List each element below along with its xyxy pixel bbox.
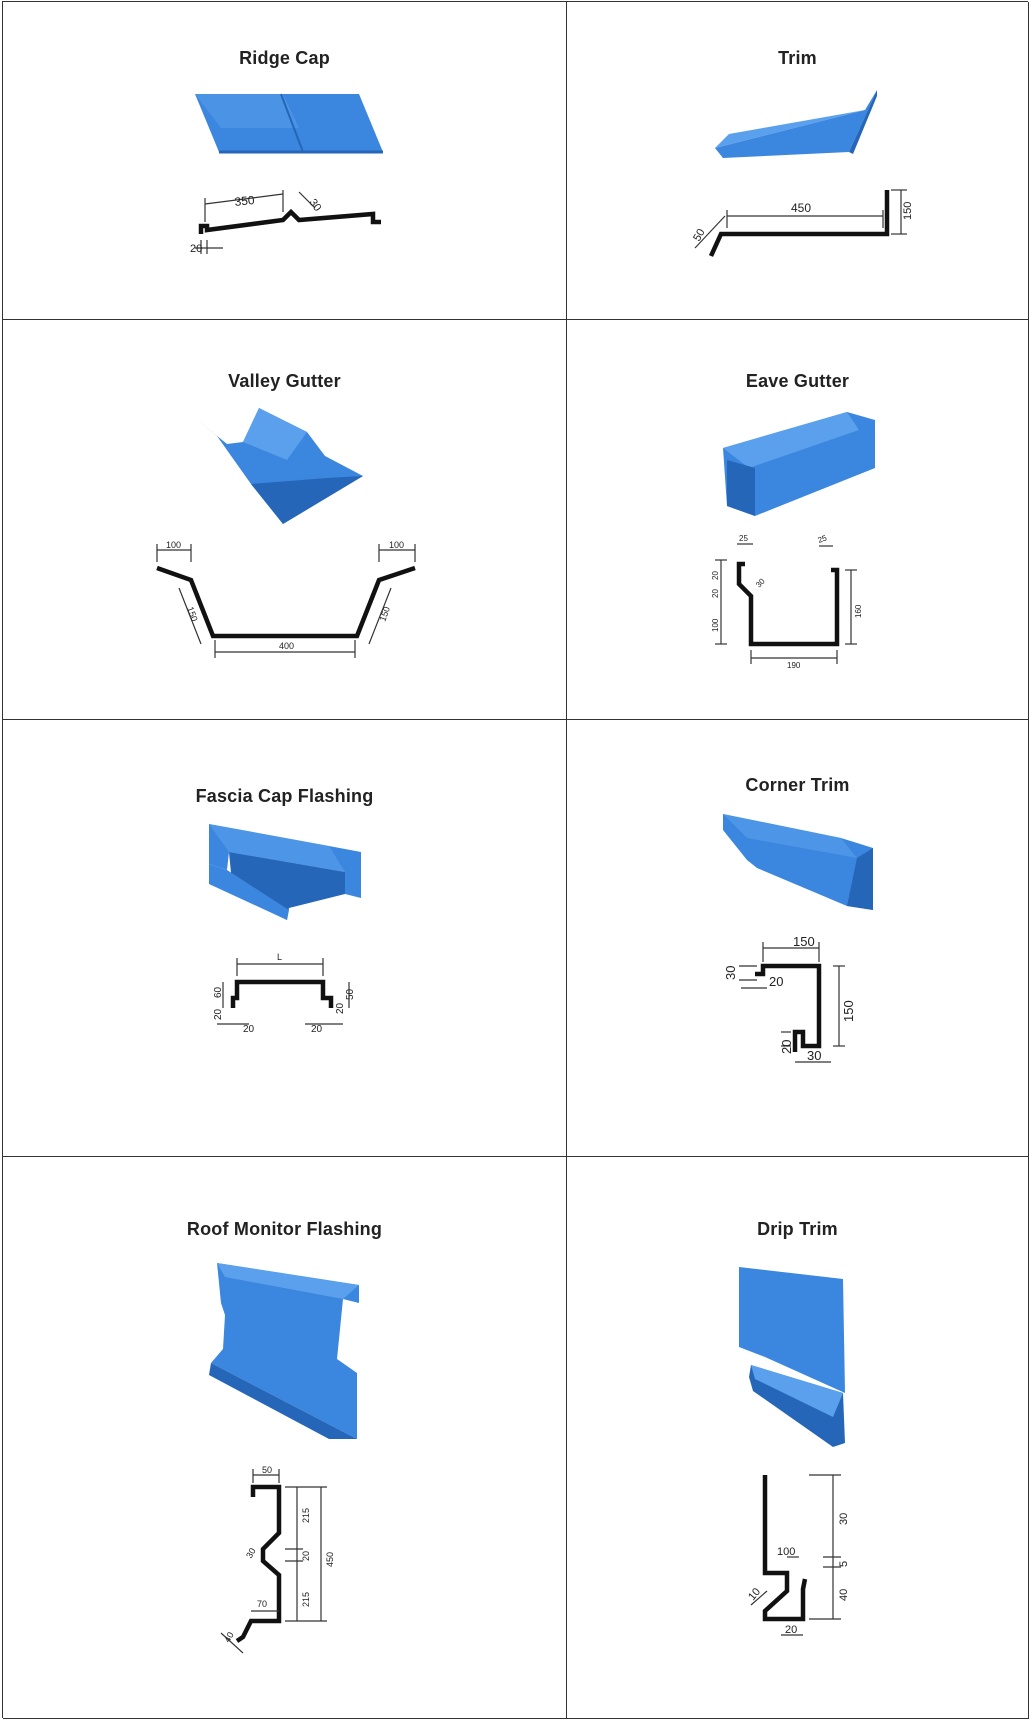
ridge-cap-drawing: 350 30 20 [190,190,381,255]
product-title: Eave Gutter [745,371,850,391]
dim-label: 400 [279,641,294,651]
dim-label: 25 [739,534,748,543]
dim-label: 30 [807,1048,821,1063]
fascia-cap-flashing-drawing: L 60 20 50 20 20 20 [213,952,356,1035]
dim-label: 150 [793,934,815,949]
dim-label: 100 [166,540,181,550]
dim-label: 5 [838,1561,850,1567]
dim-label: 100 [777,1546,795,1558]
product-title: Roof Monitor Flashing [186,1219,383,1239]
trim-drawing: 450 150 50 [691,189,914,257]
dim-label: 30 [754,576,767,589]
dim-label: 20 [769,974,783,989]
dim-label: 20 [711,571,720,580]
cell-corner-trim: Corner Trim 150 30 20 150 20 30 [567,720,1029,1157]
dim-label: 100 [389,540,404,550]
dim-label: 20 [301,1551,311,1561]
cell-ridge-cap: Ridge Cap 350 30 20 [3,2,567,320]
cell-roof-monitor-flashing: Roof Monitor Flashing 50 215 30 20 450 2… [3,1157,567,1719]
dim-label: 150 [841,1000,856,1022]
dim-label: 25 [817,533,829,545]
dim-label: 60 [213,986,224,998]
dim-label: 70 [257,1599,267,1609]
cell-valley-gutter: Valley Gutter 100 100 150 150 400 [3,320,567,720]
dim-label: 100 [711,618,720,632]
dim-label: 160 [854,604,863,618]
cell-fascia-cap-flashing: Fascia Cap Flashing L 60 20 50 20 20 20 [3,720,567,1157]
dim-label: 20 [785,1624,797,1636]
dim-label: 150 [377,605,392,623]
dim-label: 30 [307,197,324,214]
dim-label: 20 [779,1040,794,1054]
cell-eave-gutter: Eave Gutter 25 25 20 30 20 100 160 190 [567,320,1029,720]
roof-monitor-flashing-drawing: 50 215 30 20 450 215 70 40 [220,1465,335,1654]
product-title: Drip Trim [757,1219,838,1239]
trim-product-image [715,90,877,158]
product-title: Ridge Cap [239,48,330,68]
cell-drip-trim: Drip Trim 100 30 5 40 10 20 [567,1157,1029,1719]
dim-label: 150 [902,202,914,220]
product-title: Trim [778,48,817,68]
dim-label: 215 [301,1592,311,1607]
product-title: Fascia Cap Flashing [195,786,374,806]
product-title: Corner Trim [745,775,850,795]
dim-label: L [277,952,282,962]
dim-label: 30 [244,1546,258,1560]
dim-label: 40 [222,1630,236,1644]
dim-label: 10 [746,1586,763,1603]
dim-label: 50 [262,1465,272,1475]
dim-label: 450 [325,1552,335,1567]
dim-label: 30 [838,1513,850,1525]
drip-trim-product-image [739,1267,845,1447]
dim-label: 20 [711,589,720,598]
dim-label: 350 [234,193,256,209]
drip-trim-drawing: 100 30 5 40 10 20 [746,1474,850,1636]
product-title: Valley Gutter [228,371,341,391]
dim-label: 20 [213,1008,224,1020]
dim-label: 20 [335,1002,346,1014]
eave-gutter-drawing: 25 25 20 30 20 100 160 190 [711,533,863,670]
dim-label: 50 [691,227,708,244]
dim-label: 50 [345,988,356,1000]
roof-monitor-flashing-product-image [209,1263,359,1439]
dim-label: 20 [311,1024,323,1035]
fascia-cap-flashing-product-image [209,824,361,920]
corner-trim-product-image [723,814,873,910]
dim-label: 150 [185,605,200,623]
dim-label: 215 [301,1508,311,1523]
dim-label: 30 [723,966,738,980]
valley-gutter-drawing: 100 100 150 150 400 [156,540,416,658]
valley-gutter-product-image [195,408,363,524]
corner-trim-drawing: 150 30 20 150 20 30 [723,934,856,1063]
dim-label: 190 [787,661,801,670]
eave-gutter-product-image [723,412,875,516]
cell-trim: Trim 450 150 50 [567,2,1029,320]
dim-label: 40 [838,1589,850,1601]
dim-label: 450 [791,201,811,215]
dim-label: 20 [190,243,202,255]
dim-label: 20 [243,1024,255,1035]
ridge-cap-product-image [195,93,383,154]
